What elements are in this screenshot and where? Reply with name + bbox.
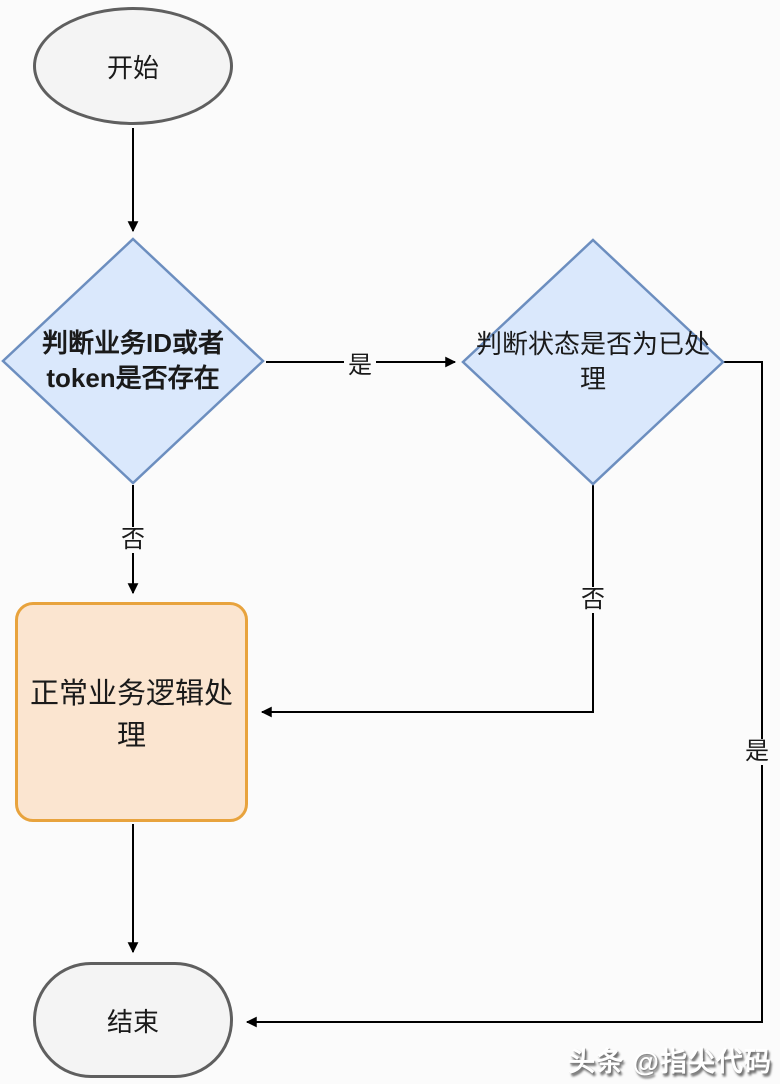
start-node: 开始: [33, 7, 233, 125]
end-node: 结束: [33, 962, 233, 1078]
start-node-label: 开始: [106, 52, 159, 83]
edge-check-status-yes-to-end: [245, 361, 763, 1028]
edge-label-yes-token-exists: 是: [344, 353, 376, 379]
end-node-label: 结束: [106, 1006, 159, 1037]
process-node-label: 正常业务逻辑处理: [29, 678, 233, 752]
decision-check-token-label: 判断业务ID或者 token是否存在: [41, 327, 224, 393]
edge-label-no-token-missing: 否: [117, 527, 149, 553]
decision-check-status-shape: [461, 238, 725, 486]
edge-label-no-not-processed: 否: [577, 587, 609, 613]
edge-label-yes-already-processed: 是: [741, 739, 773, 765]
watermark-text: 头条 @指尖代码: [568, 1047, 772, 1077]
decision-check-token-shape: [1, 237, 265, 485]
process-node: 正常业务逻辑处理: [15, 602, 248, 822]
decision-check-status-label: 判断状态是否为已处 理: [475, 328, 710, 394]
edge-check-status-no-to-process: [260, 485, 594, 718]
